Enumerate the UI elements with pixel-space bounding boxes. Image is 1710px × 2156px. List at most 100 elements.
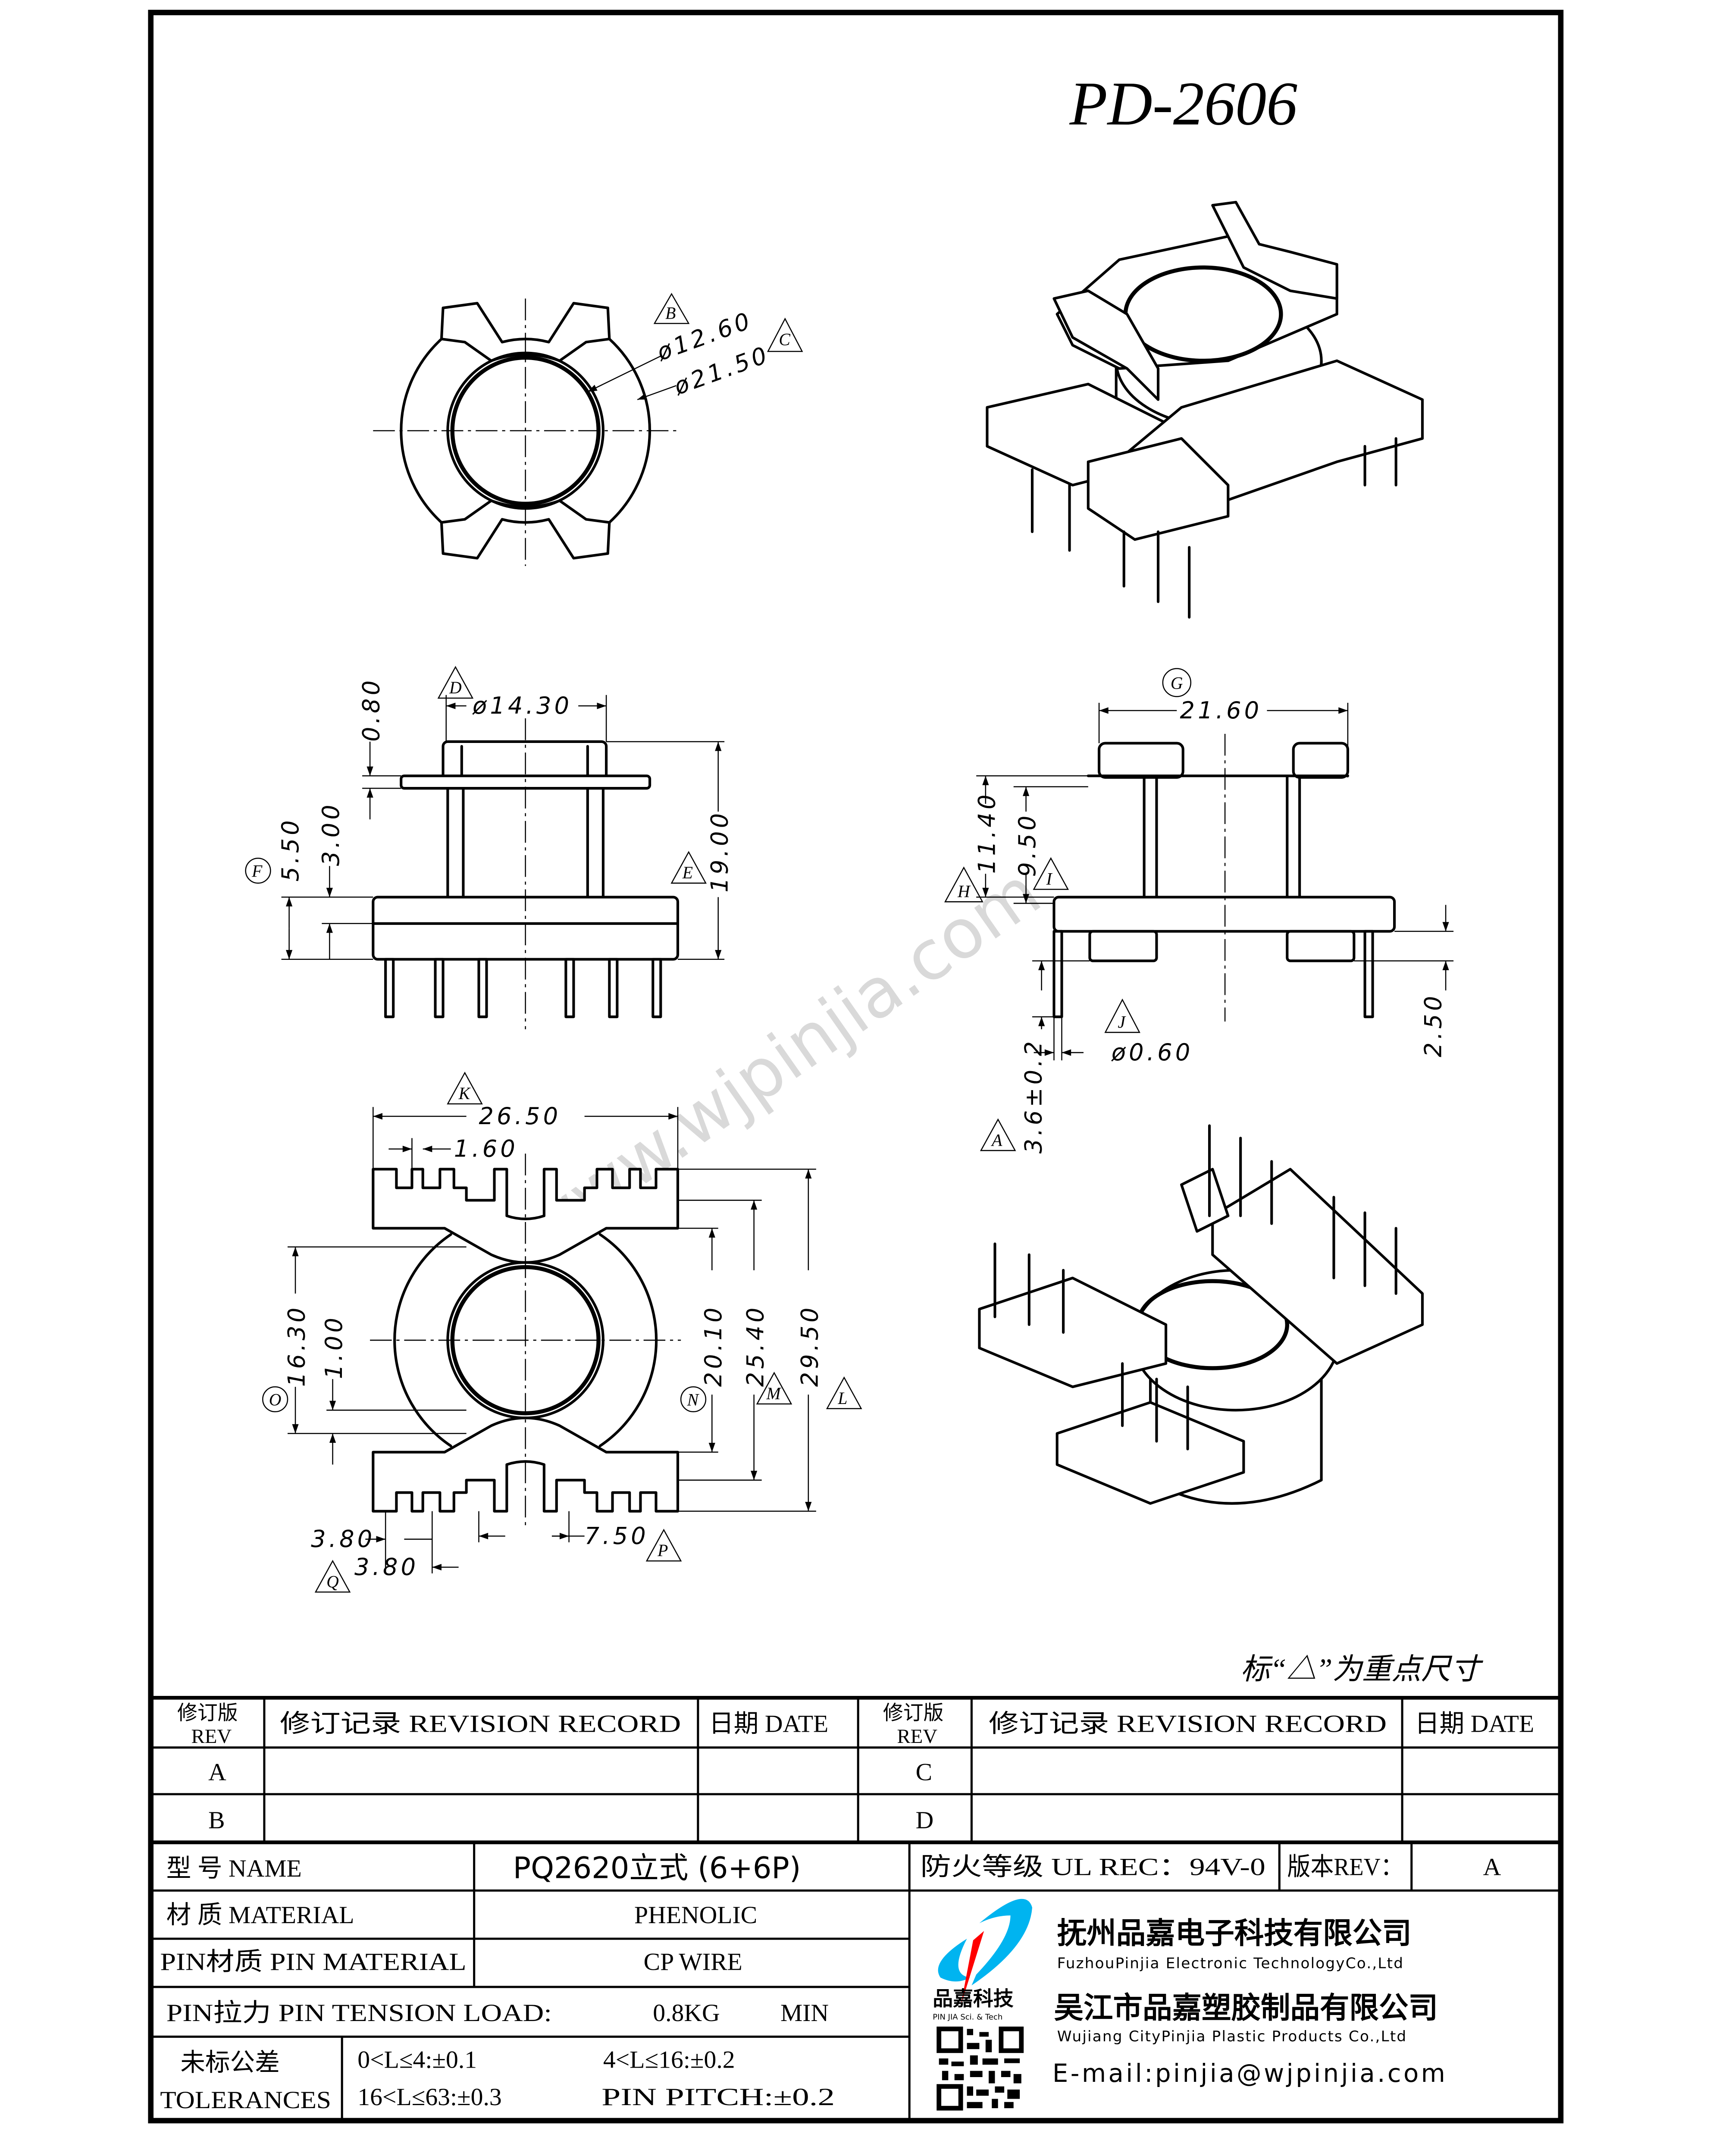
svg-text:D: D: [449, 678, 462, 697]
company-logo: 品嘉科技 PIN JIA Sci. & Tech: [933, 1899, 1033, 2022]
svg-text:I: I: [1046, 870, 1052, 889]
svg-text:E: E: [682, 863, 693, 882]
pin-material-label: PIN材质 PIN MATERIAL: [160, 1948, 466, 1975]
marker-O: O: [262, 1386, 288, 1413]
dim-29-50: 29.50: [796, 1304, 823, 1387]
svg-text:P: P: [657, 1541, 668, 1560]
isometric-view-bottom: [978, 1124, 1424, 1505]
marker-F: F: [245, 858, 271, 884]
dim-9-50: 9.50: [1014, 812, 1041, 877]
pins-bottom-iso: [993, 1124, 1397, 1451]
side-view: 21.60 G 11.40 9.50 H I 3.6±0.2 A ø0.60 J…: [944, 668, 1454, 1154]
title-block: 修订版 REV 修订记录 REVISION RECORD 日期 DATE 修订版…: [150, 1695, 1561, 2121]
svg-text:O: O: [269, 1390, 282, 1409]
svg-text:N: N: [687, 1390, 700, 1409]
company-name-en-1: FuzhouPinjia Electronic TechnologyCo.,Lt…: [1057, 1955, 1404, 1972]
pin-material-value: CP WIRE: [644, 1948, 742, 1975]
dim-20-10: 20.10: [700, 1304, 727, 1387]
dim-total-height: 19.00: [706, 810, 733, 893]
marker-P: P: [645, 1529, 682, 1562]
svg-text:A: A: [990, 1131, 1002, 1150]
svg-text:L: L: [837, 1389, 847, 1408]
header-record-left: 修订记录 REVISION RECORD: [280, 1711, 681, 1738]
sheet-frame: [148, 9, 1564, 2124]
dim-row-gap: 7.50: [585, 1522, 649, 1549]
drawing-title: PD-2606: [1069, 69, 1298, 138]
marker-C: C: [767, 317, 803, 352]
svg-text:C: C: [779, 330, 790, 349]
isometric-view-top: [986, 201, 1424, 619]
marker-D: D: [437, 666, 474, 699]
marker-H: H: [944, 866, 983, 903]
dim-pin-length: 3.6±0.2: [1020, 1038, 1047, 1154]
tolerance-2: 4<L≤16:±0.2: [603, 2046, 735, 2073]
dim-pitch-1: 3.80: [311, 1526, 375, 1553]
header-date-left: 日期 DATE: [709, 1711, 828, 1738]
dim-width: 21.60: [1180, 697, 1262, 724]
material-value: PHENOLIC: [634, 1902, 757, 1929]
marker-E: E: [670, 851, 707, 884]
bottom-view: 26.50 K 1.60 16.30 1.00 O 20.10 N 25.40 …: [262, 1072, 862, 1593]
dim-length: 26.50: [479, 1103, 561, 1130]
marker-N: N: [680, 1386, 707, 1413]
dim-pitch-2: 3.80: [354, 1553, 419, 1580]
svg-text:K: K: [458, 1084, 471, 1103]
qr-code: [936, 2026, 1024, 2111]
svg-text:B: B: [665, 304, 676, 323]
dim-standoff: 2.50: [1419, 993, 1447, 1057]
logo-text-en: PIN JIA Sci. & Tech: [933, 2013, 1002, 2022]
company-email: E-mail:pinjia@wjpinjia.com: [1052, 2059, 1447, 2088]
header-rev-en-left: REV: [191, 1725, 232, 1748]
dim-base-h2: 5.50: [277, 817, 304, 881]
logo-text-cn: 品嘉科技: [933, 1988, 1014, 2010]
pin-side-right: [1363, 930, 1374, 1018]
marker-B: B: [653, 293, 690, 324]
tolerances-label-cn: 未标公差: [180, 2049, 280, 2077]
key-dimension-note: 标“△”为重点尺寸: [1240, 1653, 1483, 1686]
dim-core-dia: ø14.30: [472, 692, 572, 719]
dim-11-40: 11.40: [973, 792, 1000, 874]
material-label: 材 质 MATERIAL: [166, 1902, 354, 1929]
ul-rating: 防火等级 UL REC：94V-0: [920, 1853, 1265, 1880]
name-label: 型 号 NAME: [166, 1855, 302, 1882]
rev-row-b: B: [208, 1807, 225, 1834]
tolerance-4: PIN PITCH:±0.2: [601, 2084, 835, 2111]
pins-top-iso: [1030, 437, 1397, 619]
tolerance-1: 0<L≤4:±0.1: [357, 2046, 477, 2073]
marker-M: M: [756, 1372, 792, 1405]
tension-unit: MIN: [780, 1999, 829, 2027]
name-value: PQ2620立式 (6+6P): [513, 1851, 801, 1886]
pins-front: [384, 958, 662, 1018]
header-date-right: 日期 DATE: [1415, 1711, 1534, 1738]
svg-text:J: J: [1118, 1012, 1126, 1031]
rev-row-a: A: [208, 1758, 226, 1786]
rev-row-c: C: [916, 1758, 932, 1786]
marker-G: G: [1162, 668, 1192, 697]
company-name-cn-2: 吴江市品嘉塑胶制品有限公司: [1054, 1991, 1438, 2025]
tolerances-label-en: TOLERANCES: [160, 2087, 331, 2114]
tension-label: PIN拉力 PIN TENSION LOAD:: [166, 1999, 552, 2027]
header-rev-en-right: REV: [897, 1725, 937, 1748]
marker-I: I: [1033, 857, 1069, 890]
dim-pin-dia: ø0.60: [1111, 1039, 1193, 1066]
tolerance-3: 16<L≤63:±0.3: [357, 2084, 502, 2111]
dim-25-40: 25.40: [742, 1304, 769, 1387]
top-view: ø12.60 ø21.50 B C: [373, 293, 803, 566]
company-name-en-2: Wujiang CityPinjia Plastic Products Co.,…: [1057, 2028, 1407, 2045]
dim-1-00: 1.00: [320, 1315, 348, 1379]
svg-text:F: F: [251, 862, 263, 881]
svg-text:H: H: [957, 882, 971, 901]
rev-value: A: [1483, 1853, 1501, 1880]
marker-Q: Q: [314, 1560, 351, 1593]
dim-slot: 1.60: [454, 1135, 518, 1163]
svg-text:Q: Q: [326, 1572, 339, 1591]
marker-K: K: [447, 1072, 483, 1105]
svg-text:G: G: [1171, 674, 1183, 693]
marker-A: A: [980, 1118, 1016, 1151]
marker-L: L: [826, 1376, 862, 1409]
company-name-cn-1: 抚州品嘉电子科技有限公司: [1057, 1916, 1412, 1951]
header-rev-cn-right: 修订版: [883, 1702, 944, 1724]
tension-value: 0.8KG: [653, 1999, 720, 2027]
dim-base-h1: 3.00: [317, 802, 345, 866]
